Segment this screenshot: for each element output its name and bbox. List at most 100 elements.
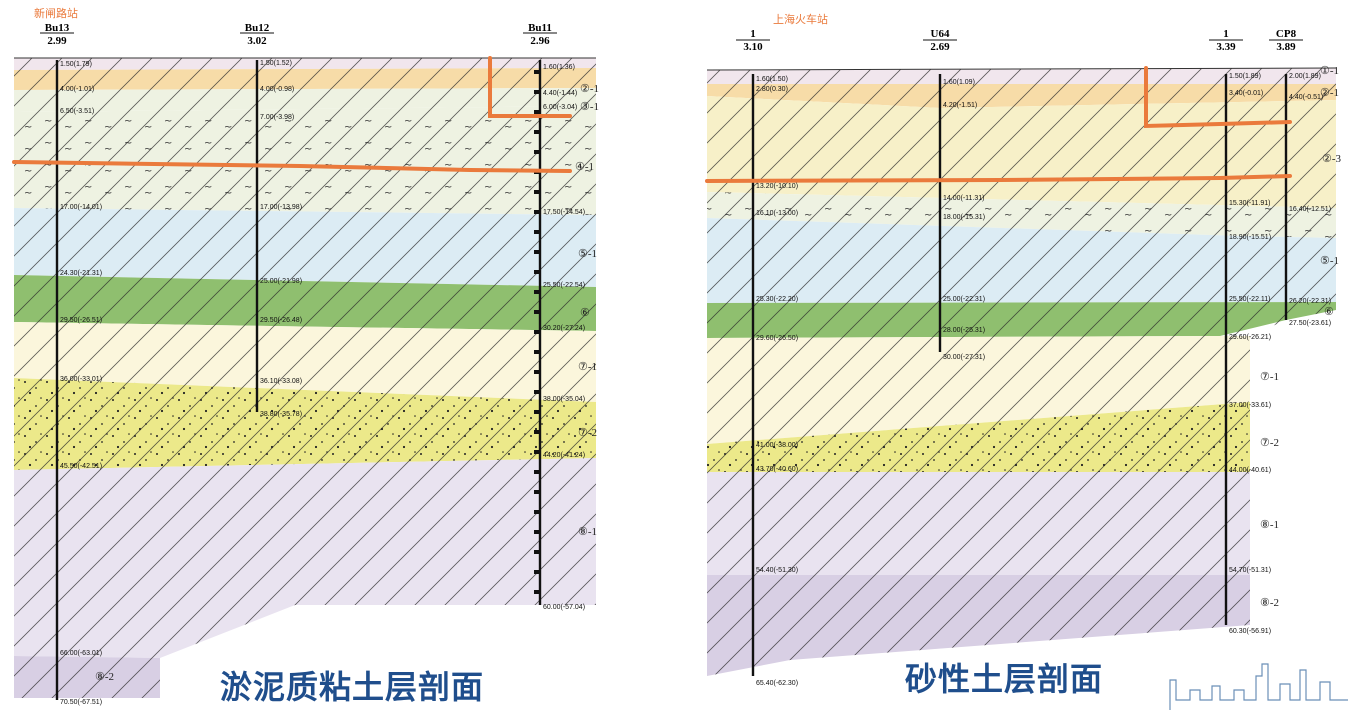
layer-tag: ⑧-2 bbox=[1260, 597, 1280, 609]
depth-label: 26.20(-22.31) bbox=[1289, 298, 1332, 305]
right-geologic-section: ~ ~ bbox=[705, 39, 1348, 710]
depth-label: 29.50(-26.51) bbox=[60, 317, 103, 324]
depth-label: 38.80(-35.78) bbox=[260, 411, 303, 418]
layer-tag: ⑤-1 bbox=[578, 248, 598, 260]
depth-label: 17.00(-13.98) bbox=[260, 204, 303, 211]
depth-label: 18.00(-15.31) bbox=[943, 214, 986, 221]
layer-tag: ⑥ bbox=[1324, 306, 1334, 318]
depth-label: 4.00(-0.98) bbox=[260, 86, 295, 93]
borehole-elevation: 3.10 bbox=[743, 41, 763, 53]
depth-label: 38.00(-35.04) bbox=[543, 396, 586, 403]
left-section-panel: ~ ~ bbox=[0, 0, 610, 714]
borehole-header: Bu11 2.96 bbox=[523, 22, 557, 47]
layer-tag: ④-1 bbox=[575, 161, 595, 173]
borehole-elevation: 3.02 bbox=[247, 35, 267, 47]
depth-label: 4.40(-1.44) bbox=[543, 90, 578, 97]
borehole-header: 1 3.39 bbox=[1209, 28, 1243, 53]
depth-label: 66.00(-63.01) bbox=[60, 650, 103, 657]
depth-label: 2.80(0.30) bbox=[756, 86, 788, 93]
depth-label: 14.00(-11.31) bbox=[943, 195, 985, 202]
borehole-id: 1 bbox=[750, 28, 756, 40]
depth-label: 54.40(-51.30) bbox=[756, 567, 799, 574]
depth-label: 15.30(-11.91) bbox=[1229, 200, 1271, 207]
right-section-panel: ~ ~ bbox=[700, 0, 1352, 714]
depth-label: 3.40(-0.01) bbox=[1229, 90, 1264, 97]
borehole-id: U64 bbox=[930, 28, 950, 40]
depth-label: 41.00(-38.00) bbox=[756, 442, 799, 449]
layer-tag: ②-3 bbox=[1322, 153, 1342, 165]
borehole-id: 1 bbox=[1223, 28, 1229, 40]
station-label: 上海火车站 bbox=[773, 13, 828, 26]
borehole-header: CP8 3.89 bbox=[1269, 28, 1303, 53]
depth-label: 1.60(1.36) bbox=[543, 64, 575, 71]
layer-tag: ⑦-2 bbox=[1260, 437, 1280, 449]
section-caption: 淤泥质粘土层剖面 bbox=[220, 668, 485, 706]
depth-label: 4.40(-0.51) bbox=[1289, 94, 1324, 101]
layer-tag: ⑦-1 bbox=[578, 361, 598, 373]
borehole-lines bbox=[751, 74, 1288, 676]
depth-label: 1.50(1.52) bbox=[260, 60, 292, 67]
layer-tag: ①-1 bbox=[1320, 65, 1340, 77]
layer-tag: ②-1 bbox=[580, 83, 600, 95]
borehole-elevation: 2.99 bbox=[47, 35, 67, 47]
depth-label: 1.50(1.89) bbox=[1229, 73, 1261, 80]
depth-label: 65.40(-62.30) bbox=[756, 680, 799, 687]
depth-label: 6.50(-3.51) bbox=[60, 108, 95, 115]
layer-tag: ⑤-1 bbox=[1320, 255, 1340, 267]
depth-label: 70.50(-67.51) bbox=[60, 699, 103, 706]
depth-label: 25.50(-22.54) bbox=[543, 282, 586, 289]
depth-label: 24.30(-21.31) bbox=[60, 270, 103, 277]
depth-label: 45.50(-42.51) bbox=[60, 463, 103, 470]
depth-label: 29.60(-26.50) bbox=[756, 335, 799, 342]
depth-label: 7.00(-3.98) bbox=[260, 114, 295, 121]
depth-label: 60.00(-57.04) bbox=[543, 604, 586, 611]
borehole-elevation: 2.69 bbox=[930, 41, 950, 53]
depth-label: 2.00(1.89) bbox=[1289, 73, 1321, 80]
borehole-sample-ticks bbox=[534, 70, 540, 594]
borehole-elevation: 3.89 bbox=[1276, 41, 1296, 53]
layer-tag: ③-1 bbox=[580, 101, 600, 113]
depth-label: 28.00(-25.31) bbox=[943, 327, 986, 334]
section-caption: 砂性土层剖面 bbox=[905, 660, 1104, 698]
depth-label: 1.50(1.79) bbox=[60, 61, 92, 68]
depth-label: 6.00(-3.04) bbox=[543, 104, 578, 111]
depth-label: 27.50(-23.61) bbox=[1289, 320, 1332, 327]
orange-marker bbox=[12, 56, 572, 173]
layer-tag: ⑦-1 bbox=[1260, 371, 1280, 383]
layer-tag: ⑧-2 bbox=[95, 671, 115, 683]
depth-label: 17.50(-14.54) bbox=[543, 209, 586, 216]
borehole-header: Bu13 2.99 bbox=[40, 22, 74, 47]
depth-label: 25.50(-22.11) bbox=[1229, 296, 1271, 303]
borehole-elevation: 3.39 bbox=[1216, 41, 1236, 53]
depth-label: 16.40(-12.51) bbox=[1289, 206, 1332, 213]
depth-label: 25.30(-22.20) bbox=[756, 296, 799, 303]
depth-label: 13.20(-10.10) bbox=[756, 183, 799, 190]
borehole-id: CP8 bbox=[1275, 28, 1297, 40]
depth-label: 44.00(-40.61) bbox=[1229, 467, 1272, 474]
city-skyline-logo bbox=[1169, 663, 1348, 710]
depth-label: 36.00(-33.01) bbox=[60, 376, 103, 383]
layer-tag: ②-1 bbox=[1320, 87, 1340, 99]
depth-label: 29.60(-26.21) bbox=[1229, 334, 1272, 341]
depth-label: 1.60(1.09) bbox=[943, 79, 975, 86]
depth-label: 4.00(-1.01) bbox=[60, 86, 95, 93]
layer-tag: ⑧-1 bbox=[1260, 519, 1280, 531]
layer-tag: ⑥ bbox=[580, 307, 590, 319]
depth-label: 4.20(-1.51) bbox=[943, 102, 978, 109]
depth-label: 17.00(-14.01) bbox=[60, 204, 103, 211]
borehole-header: U64 2.69 bbox=[923, 28, 957, 53]
depth-label: 54.70(-51.31) bbox=[1229, 567, 1272, 574]
depth-label: 36.10(-33.08) bbox=[260, 378, 303, 385]
station-label: 新闸路站 bbox=[34, 7, 78, 20]
depth-label: 60.30(-56.91) bbox=[1229, 628, 1272, 635]
borehole-id: Bu11 bbox=[528, 22, 552, 34]
depth-label: 29.50(-26.48) bbox=[260, 317, 303, 324]
left-geologic-section: ~ ~ bbox=[12, 32, 596, 700]
depth-label: 1.60(1.50) bbox=[756, 76, 788, 83]
borehole-elevation: 2.96 bbox=[530, 35, 550, 47]
depth-label: 44.20(-41.24) bbox=[543, 452, 586, 459]
depth-label: 16.10(-13.00) bbox=[756, 210, 799, 217]
layer-tag: ⑧-1 bbox=[578, 526, 598, 538]
depth-label: 18.90(-15.51) bbox=[1229, 234, 1272, 241]
borehole-id: Bu13 bbox=[44, 22, 70, 34]
